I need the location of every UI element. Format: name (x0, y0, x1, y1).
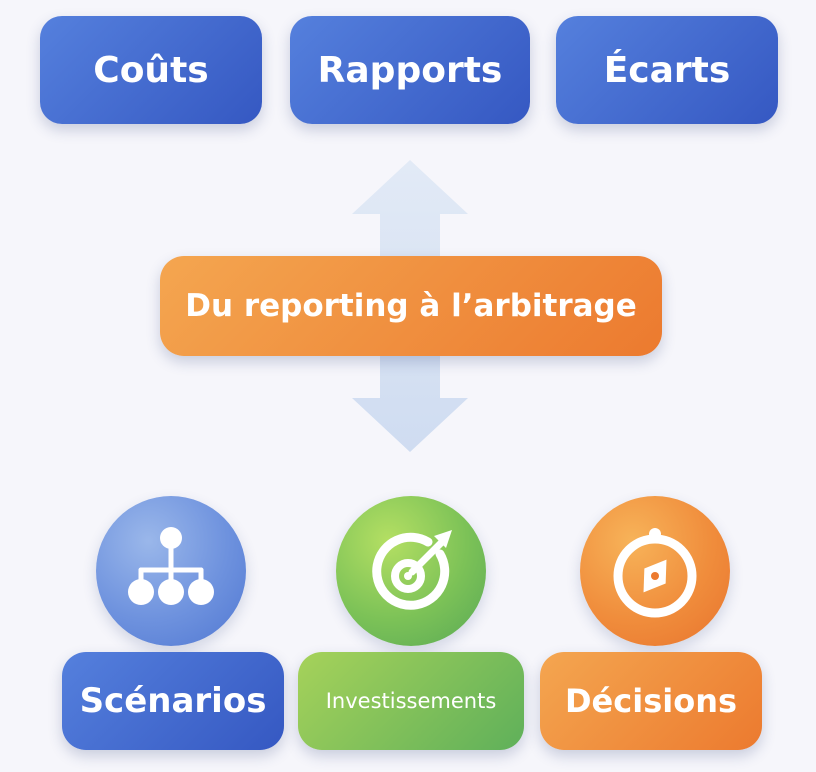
compass-icon (613, 528, 697, 618)
variances-label: Écarts (603, 49, 731, 91)
reports-label: Rapports (317, 49, 503, 91)
variances-box: Écarts (556, 16, 778, 124)
costs-box: Coûts (40, 16, 262, 124)
scenarios-box: Scénarios (62, 652, 284, 750)
investments-circle (336, 496, 486, 646)
scenarios-circle (96, 496, 246, 646)
target-arrow-icon (372, 530, 452, 610)
scenarios-label: Scénarios (79, 681, 267, 721)
reports-box: Rapports (290, 16, 530, 124)
decisions-label: Décisions (564, 682, 738, 720)
center-title-box: Du reporting à l’arbitrage (160, 256, 662, 356)
decisions-box: Décisions (540, 652, 762, 750)
investments-box: Investissements (298, 652, 524, 750)
costs-label: Coûts (93, 49, 209, 91)
center-title: Du reporting à l’arbitrage (185, 288, 637, 324)
investments-label: Investissements (325, 689, 497, 713)
hierarchy-icon (128, 527, 214, 605)
decisions-circle (580, 496, 730, 646)
